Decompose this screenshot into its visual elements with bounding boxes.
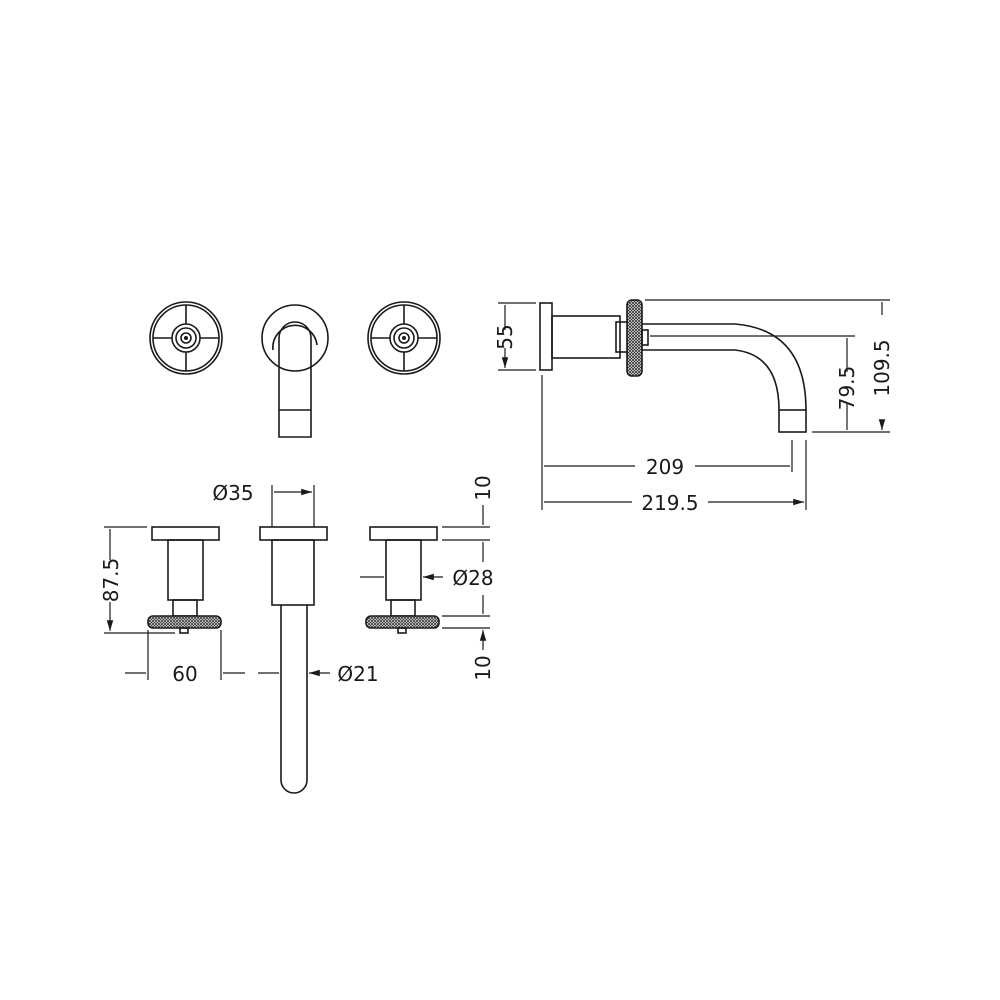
front-left-handle (147, 526, 222, 634)
top-view-left-handle (149, 301, 223, 375)
side-view-spout (539, 299, 807, 433)
front-right-handle (365, 526, 440, 634)
dim-28: Ø28 (452, 566, 493, 590)
dim-35: Ø35 (212, 481, 253, 505)
dim-10-bottom: 10 (471, 655, 495, 680)
dim-87-5: 87.5 (99, 558, 123, 603)
top-view-right-handle (367, 301, 441, 375)
dim-79-5: 79.5 (835, 366, 859, 411)
front-spout (259, 526, 328, 794)
top-view-spout (261, 304, 329, 438)
dim-21: Ø21 (337, 662, 378, 686)
dim-209: 209 (646, 455, 684, 479)
dim-60: 60 (172, 662, 197, 686)
dim-109-5: 109.5 (870, 339, 894, 396)
dim-55: 55 (493, 324, 517, 349)
dim-10-top: 10 (471, 475, 495, 500)
dim-219-5: 219.5 (641, 491, 698, 515)
front-dimensions: 87.5 60 Ø21 Ø35 Ø28 10 10 (99, 475, 495, 686)
side-view-dimensions: 55 79.5 109.5 209 219.5 (493, 299, 894, 515)
